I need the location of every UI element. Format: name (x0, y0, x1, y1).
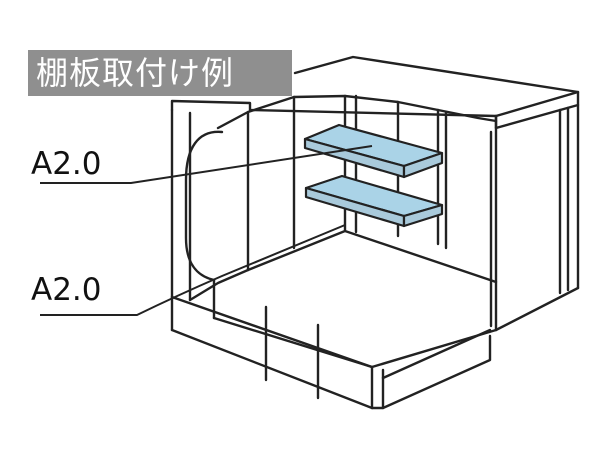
leader-line-shelf (40, 145, 373, 184)
callout-label-shelf: A2.0 (31, 146, 102, 182)
left-side-wall (170, 108, 250, 302)
right-door-frame (489, 103, 580, 332)
leader-line-floor (40, 224, 346, 316)
diagram-title: 棚板取付け例 (36, 54, 235, 92)
lower-shelf (304, 174, 444, 228)
floor (170, 268, 498, 410)
upper-shelf (303, 123, 444, 179)
title-badge (28, 50, 292, 96)
callout-label-floor: A2.0 (31, 272, 102, 308)
